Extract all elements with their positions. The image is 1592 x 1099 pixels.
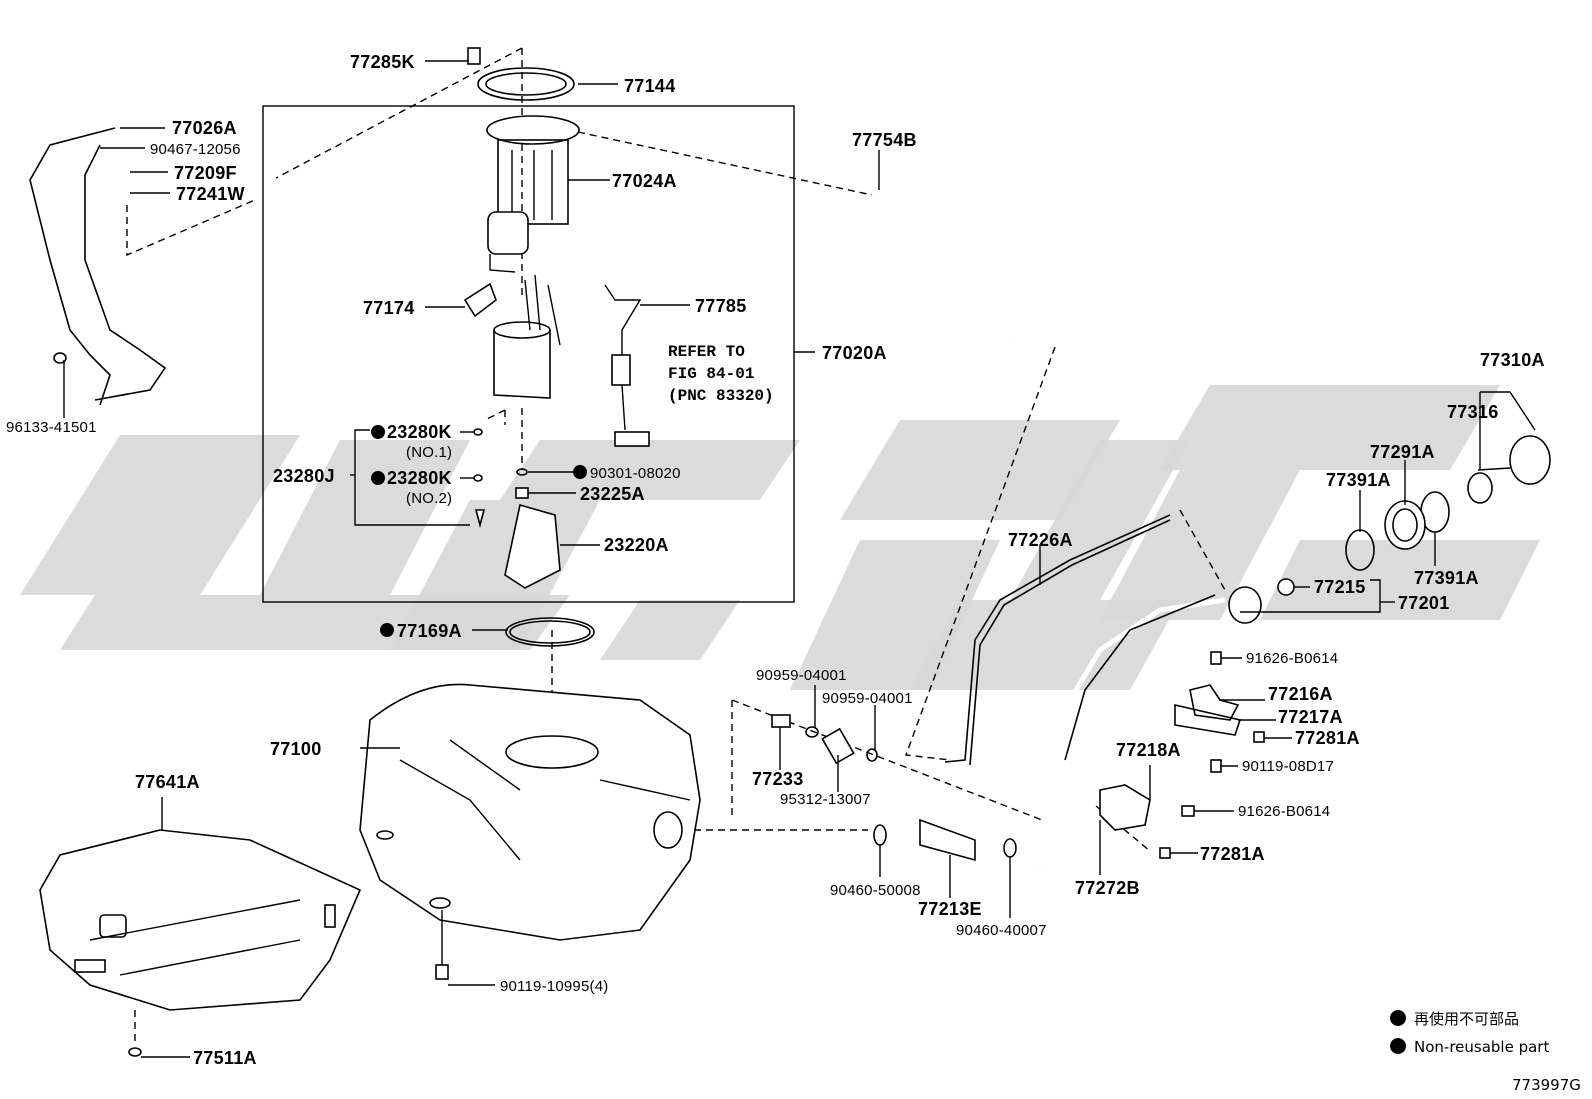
label-no2: (NO.2) xyxy=(406,490,452,507)
label-90119-10: 90119-10995(4) xyxy=(500,978,608,995)
label-23280k-no2: 23280K xyxy=(387,468,452,488)
label-90959-1: 90959-04001 xyxy=(756,667,847,684)
part-77100-tank xyxy=(359,683,701,941)
part-77285k-clip xyxy=(467,47,481,65)
label-refer-to: REFER TO xyxy=(668,343,745,361)
label-77213e: 77213E xyxy=(918,899,982,919)
label-no1: (NO.1) xyxy=(406,444,452,461)
label-77272b: 77272B xyxy=(1075,878,1140,898)
label-refer-fig: FIG 84-01 xyxy=(668,365,754,383)
label-77316: 77316 xyxy=(1447,402,1499,422)
label-23280k-no1: 23280K xyxy=(387,422,452,442)
label-23220a: 23220A xyxy=(604,535,669,555)
part-77785-sender xyxy=(604,284,650,447)
label-77281a-1: 77281A xyxy=(1295,728,1360,748)
part-77316-ring xyxy=(1467,472,1493,504)
label-77209f: 77209F xyxy=(174,163,237,183)
label-91626-2: 91626-B0614 xyxy=(1238,803,1330,820)
label-77310a: 77310A xyxy=(1480,350,1545,370)
part-77511a-clip xyxy=(128,1010,142,1057)
label-77291a: 77291A xyxy=(1370,442,1435,462)
part-77226a-tube xyxy=(944,514,1171,766)
label-77169a: 77169A xyxy=(397,621,462,641)
label-90467: 90467-12056 xyxy=(150,141,241,158)
label-77785: 77785 xyxy=(695,296,747,316)
part-pump-body xyxy=(493,274,561,399)
label-77226a: 77226A xyxy=(1008,530,1073,550)
part-hose-fittings xyxy=(771,714,1017,862)
label-77233: 77233 xyxy=(752,769,804,789)
part-vent-tube-left xyxy=(29,127,167,406)
legend-text-jp: 再使用不可部品 xyxy=(1414,1010,1519,1028)
part-bracket-right xyxy=(1099,684,1242,831)
label-77241w: 77241W xyxy=(176,184,245,204)
label-77024a: 77024A xyxy=(612,171,677,191)
label-77100: 77100 xyxy=(270,739,322,759)
part-77024a-pump-top xyxy=(486,115,580,273)
label-77511a: 77511A xyxy=(193,1048,257,1068)
part-77215-clamp xyxy=(1277,578,1295,596)
label-95312: 95312-13007 xyxy=(780,791,871,808)
label-77215: 77215 xyxy=(1314,577,1366,597)
label-90460-4: 90460-40007 xyxy=(956,922,1047,939)
part-77169a-gasket xyxy=(505,617,595,647)
part-23280k-small xyxy=(473,428,486,529)
legend-text-en: Non-reusable part xyxy=(1414,1038,1549,1056)
leader-lines xyxy=(63,60,1536,1058)
part-77310a-cap xyxy=(1477,435,1551,485)
part-77201-filler-pipe xyxy=(1038,586,1262,872)
legend: 再使用不可部品 Non-reusable part xyxy=(1390,1010,1549,1056)
label-77641a: 77641A xyxy=(135,772,200,792)
label-77391a-1: 77391A xyxy=(1326,470,1391,490)
part-77174-bracket xyxy=(463,282,497,318)
label-77218a: 77218A xyxy=(1116,740,1181,760)
label-77281a-2: 77281A xyxy=(1200,844,1265,864)
label-91626-1: 91626-B0614 xyxy=(1246,650,1338,667)
label-77144: 77144 xyxy=(624,76,676,96)
label-77754b: 77754B xyxy=(852,130,917,150)
non-reusable-markers xyxy=(371,425,587,637)
label-23280j: 23280J xyxy=(273,466,335,486)
diagram-id: 773997G xyxy=(1512,1076,1581,1094)
label-77216a: 77216A xyxy=(1268,684,1333,704)
label-77285k: 77285K xyxy=(350,52,415,72)
part-77641a-protector xyxy=(39,829,362,1011)
part-77144-ring xyxy=(477,67,575,101)
part-labels: 77285K 77144 77026A 90467-12056 77209F 7… xyxy=(6,52,1545,1068)
label-90301: 90301-08020 xyxy=(590,465,681,482)
label-refer-pnc: (PNC 83320) xyxy=(668,387,774,405)
label-90460-5: 90460-50008 xyxy=(830,882,921,899)
part-90119-bolt xyxy=(435,910,449,980)
label-96133: 96133-41501 xyxy=(6,419,97,436)
label-77020a: 77020A xyxy=(822,343,887,363)
label-77201: 77201 xyxy=(1398,593,1450,613)
label-90959-2: 90959-04001 xyxy=(822,690,913,707)
part-23220a-filter xyxy=(504,503,561,589)
label-77026a: 77026A xyxy=(172,118,237,138)
part-77291a-cap-ring xyxy=(1384,500,1426,550)
label-77391a-2: 77391A xyxy=(1414,568,1479,588)
pump-assembly-frame xyxy=(262,105,795,603)
label-77174: 77174 xyxy=(363,298,415,318)
watermark xyxy=(20,385,1540,690)
label-90119-08: 90119-08D17 xyxy=(1242,758,1334,775)
label-23225a: 23225A xyxy=(580,484,645,504)
label-77217a: 77217A xyxy=(1278,707,1343,727)
part-77754b-hose xyxy=(808,194,1016,342)
